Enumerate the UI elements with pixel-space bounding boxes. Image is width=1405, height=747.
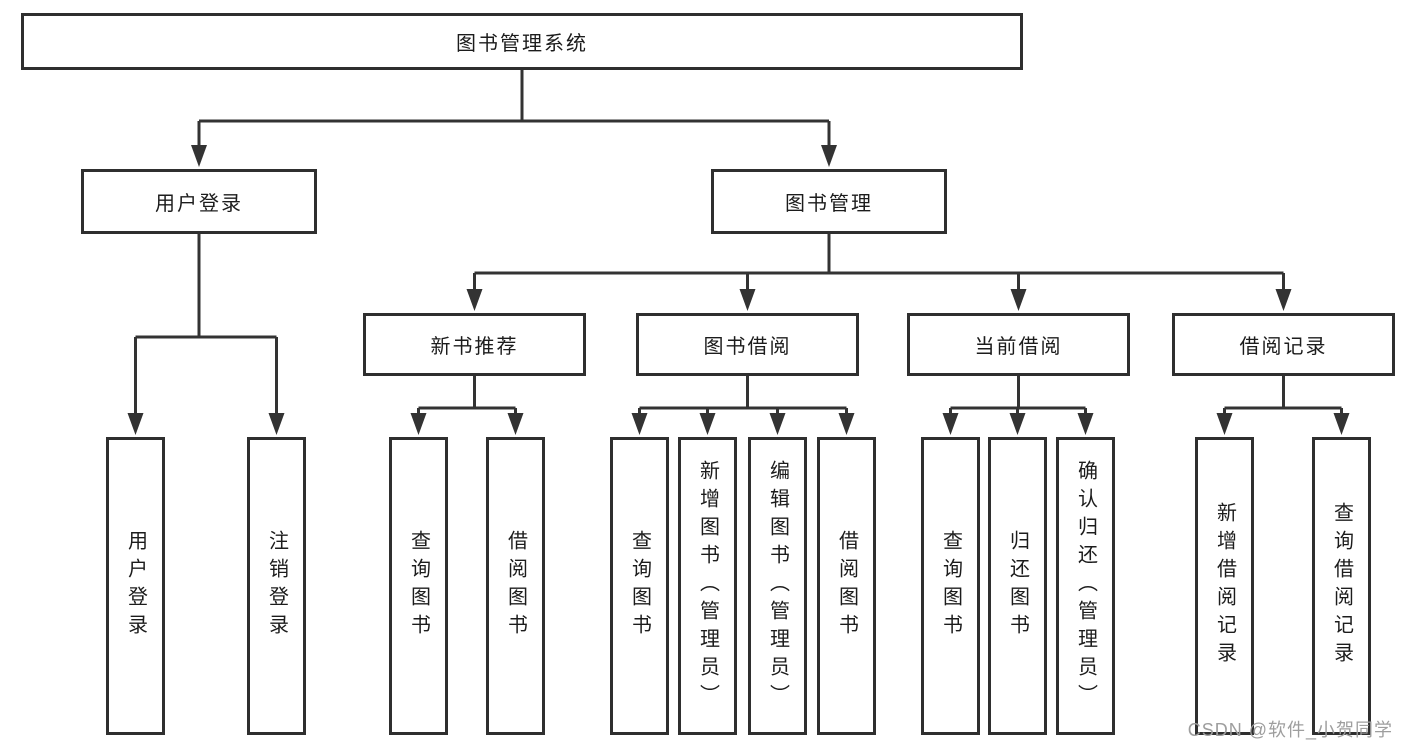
leaf-query-books-recommend: 查询图书 [389,437,448,735]
node-user-login-label: 用户登录 [155,193,243,215]
node-current-borrowing-label: 当前借阅 [974,336,1063,358]
leaf-query-books-current: 查询图书 [921,437,980,735]
leaf-logout: 注销登录 [247,437,306,735]
leaf-edit-books-admin-label: 编辑图书（管理员） [766,460,789,712]
leaf-confirm-return-admin: 确认归还（管理员） [1056,437,1115,735]
leaf-add-borrow-record: 新增借阅记录 [1195,437,1254,735]
node-new-book-recommend: 新书推荐 [363,313,586,376]
leaf-user-login: 用户登录 [106,437,165,735]
node-book-borrowing: 图书借阅 [636,313,859,376]
leaf-add-books-admin: 新增图书（管理员） [678,437,737,735]
leaf-query-books-borrowing: 查询图书 [610,437,669,735]
node-new-book-recommend-label: 新书推荐 [430,336,519,358]
node-library-system-label: 图书管理系统 [456,33,588,55]
leaf-borrow-books-recommend-label: 借阅图书 [504,530,527,642]
leaf-logout-label: 注销登录 [265,530,288,642]
leaf-borrow-books-recommend: 借阅图书 [486,437,545,735]
leaf-borrow-books-borrowing: 借阅图书 [817,437,876,735]
leaf-query-borrow-record: 查询借阅记录 [1312,437,1371,735]
leaf-add-books-admin-label: 新增图书（管理员） [696,460,719,712]
leaf-query-books-recommend-label: 查询图书 [407,530,430,642]
leaf-borrow-books-borrowing-label: 借阅图书 [835,530,858,642]
leaf-edit-books-admin: 编辑图书（管理员） [748,437,807,735]
leaf-query-borrow-record-label: 查询借阅记录 [1330,502,1353,670]
leaf-query-books-current-label: 查询图书 [939,530,962,642]
leaf-return-books-label: 归还图书 [1006,530,1029,642]
node-user-login: 用户登录 [81,169,317,234]
node-book-management: 图书管理 [711,169,947,234]
leaf-query-books-borrowing-label: 查询图书 [628,530,651,642]
node-book-management-label: 图书管理 [785,193,873,215]
leaf-user-login-label: 用户登录 [124,530,147,642]
csdn-watermark: CSDN @软件_小贺同学 [1187,720,1393,740]
node-book-borrowing-label: 图书借阅 [703,336,792,358]
node-borrow-records: 借阅记录 [1172,313,1395,376]
node-current-borrowing: 当前借阅 [907,313,1130,376]
leaf-confirm-return-admin-label: 确认归还（管理员） [1074,460,1097,712]
node-library-system: 图书管理系统 [21,13,1023,70]
leaf-add-borrow-record-label: 新增借阅记录 [1213,502,1236,670]
node-borrow-records-label: 借阅记录 [1239,336,1328,358]
leaf-return-books: 归还图书 [988,437,1047,735]
